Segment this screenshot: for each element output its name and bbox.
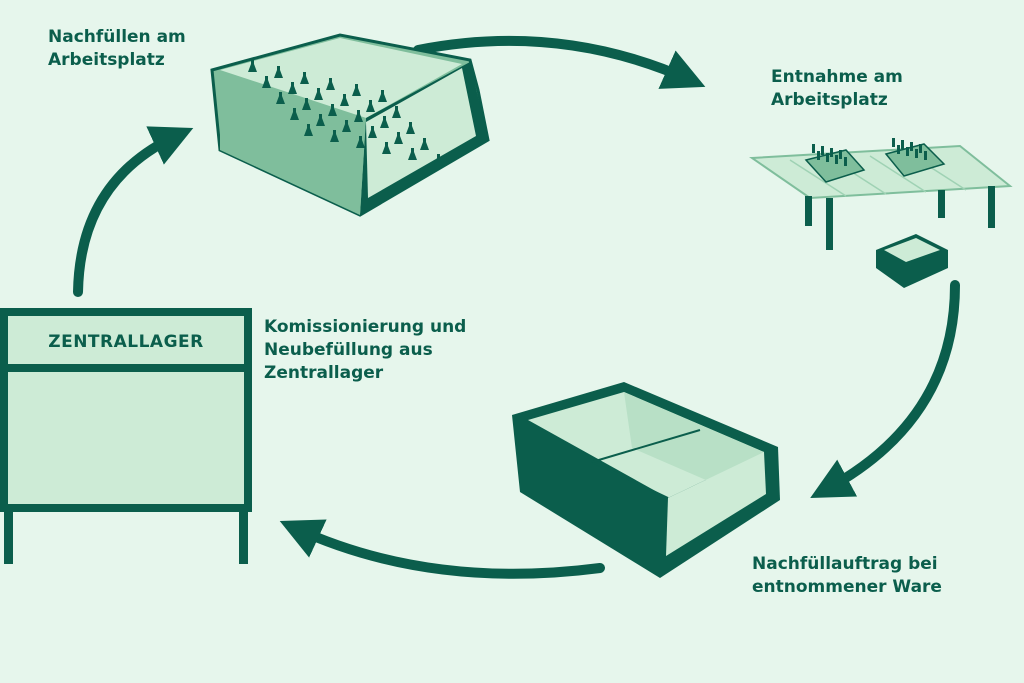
bin-item (354, 110, 363, 122)
bin-item (314, 88, 323, 100)
bin-item (274, 66, 283, 78)
crate-item (830, 148, 833, 157)
arrow-order-to-warehouse (279, 519, 605, 579)
label-refill-workplace: Nachfüllen am Arbeitsplatz (48, 27, 186, 70)
bin-item (392, 106, 401, 118)
crate-item (839, 150, 842, 159)
bin-item (328, 104, 337, 116)
bin-item (342, 120, 351, 132)
bin-item (262, 76, 271, 88)
bin-item (248, 60, 257, 72)
crate-item (892, 138, 895, 147)
bin-items (248, 60, 443, 166)
crate-item (901, 140, 904, 149)
label-refill-order: Nachfüllauftrag bei entnommener Ware (752, 554, 942, 597)
bin-item (330, 130, 339, 142)
bin-item (382, 142, 391, 154)
bin-item (304, 124, 313, 136)
bin-item (380, 116, 389, 128)
arrow-take-to-order (810, 280, 960, 498)
bin-item (326, 78, 335, 90)
crate-item (844, 157, 847, 166)
crate-item (817, 151, 820, 160)
bin-item (434, 154, 443, 166)
bin-item (420, 138, 429, 150)
bin-item (316, 114, 325, 126)
bin-item (368, 126, 377, 138)
bin-item (406, 122, 415, 134)
crate-item (910, 142, 913, 151)
bin-item (300, 72, 309, 84)
crate-item (919, 144, 922, 153)
crate-item (897, 145, 900, 154)
bin-item (352, 84, 361, 96)
crate-item (924, 151, 927, 160)
warehouse-title: ZENTRALLAGER (48, 332, 204, 352)
bin-item (394, 132, 403, 144)
label-picking-warehouse: Komissionierung und Neubefüllung aus Zen… (264, 317, 467, 383)
full-bin-illustration (210, 33, 490, 217)
worktable-illustration (749, 138, 1013, 288)
bin-item (290, 108, 299, 120)
crate-item (821, 146, 824, 155)
crate-items (812, 138, 927, 166)
crate-item (835, 155, 838, 164)
bin-item (356, 136, 365, 148)
crate-item (826, 153, 829, 162)
bin-item (276, 92, 285, 104)
warehouse-cabinet (0, 308, 252, 564)
bin-item (408, 148, 417, 160)
arrow-warehouse-to-refill (73, 126, 194, 297)
bin-item (288, 82, 297, 94)
crate-item (906, 147, 909, 156)
bin-item (378, 90, 387, 102)
bin-item (366, 100, 375, 112)
label-removal-workplace: Entnahme am Arbeitsplatz (771, 67, 903, 110)
arrow-refill-to-take (413, 35, 706, 89)
crate-item (915, 149, 918, 158)
empty-bin-illustration (512, 382, 780, 578)
crate-item (812, 144, 815, 153)
bin-item (302, 98, 311, 110)
bin-item (340, 94, 349, 106)
